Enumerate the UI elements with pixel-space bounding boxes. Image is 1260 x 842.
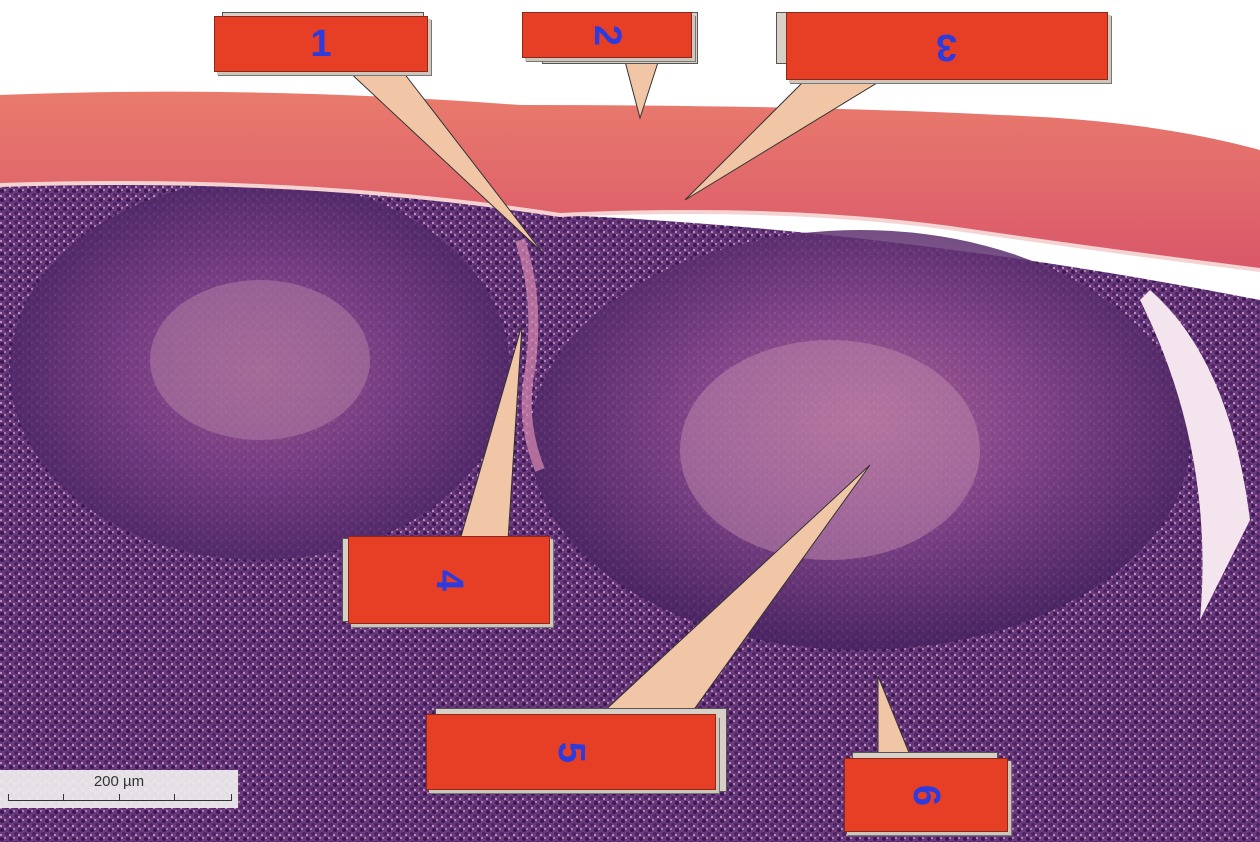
scale-bar-line <box>8 794 232 801</box>
label-5-text: 5 <box>550 741 593 763</box>
scale-bar: 200 µm <box>0 770 238 808</box>
label-1-text: 1 <box>310 22 332 65</box>
scale-bar-text: 200 µm <box>93 773 145 790</box>
label-2-text: 2 <box>586 24 629 46</box>
scale-bar-tick <box>174 794 175 801</box>
label-6: 6 <box>844 758 1008 832</box>
label-4-text: 4 <box>428 569 471 591</box>
label-3: 3 <box>786 12 1108 80</box>
scale-bar-tick <box>119 794 120 801</box>
label-5: 5 <box>426 714 716 790</box>
label-4: 4 <box>348 536 550 624</box>
label-1: 1 <box>214 16 428 72</box>
scale-bar-tick <box>63 794 64 801</box>
label-2: 2 <box>522 12 692 58</box>
label-6-text: 6 <box>905 784 948 806</box>
label-3-text: 3 <box>936 25 958 68</box>
